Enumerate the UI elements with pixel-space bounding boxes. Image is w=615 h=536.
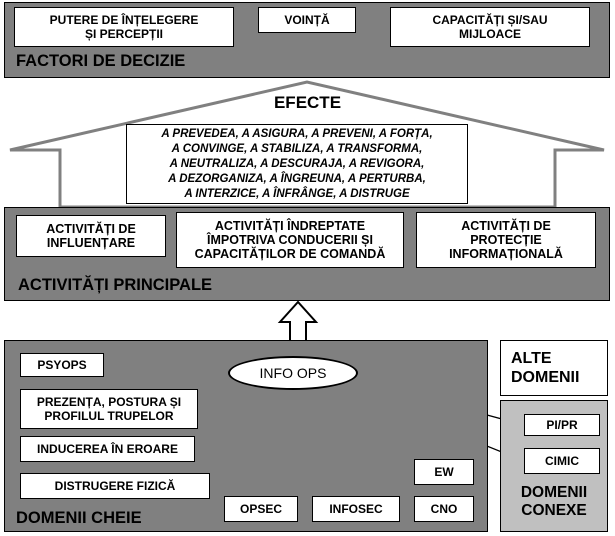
related-pipr: PI/PR [524, 414, 600, 436]
factor-will: VOINȚĂ [258, 7, 356, 33]
domain-deception: INDUCEREA ÎN EROARE [20, 436, 195, 462]
other-domains-box: ALTE DOMENII [500, 340, 608, 396]
activity-protection: ACTIVITĂȚI DE PROTECȚIE INFORMAȚIONALĂ [416, 212, 596, 268]
related-domains-title: DOMENII CONEXE [520, 484, 588, 519]
effects-box: A PREVEDEA, A ASIGURA, A PREVENI, A FORȚ… [126, 124, 468, 204]
key-domains-title: DOMENII CHEIE [16, 509, 142, 527]
info-ops-label: INFO OPS [259, 365, 327, 381]
domain-cno: CNO [414, 496, 474, 522]
domain-infosec: INFOSEC [312, 496, 400, 522]
activity-influence: ACTIVITĂȚI DE INFLUENȚARE [16, 215, 166, 257]
factor-understanding: PUTERE DE ÎNȚELEGERE ȘI PERCEPȚII [14, 7, 234, 47]
factor-capabilities: CAPACITĂȚI ȘI/SAU MIJLOACE [390, 7, 590, 47]
domain-opsec: OPSEC [224, 496, 298, 522]
activity-command: ACTIVITĂȚI ÎNDREPTATE ÎMPOTRIVA CONDUCER… [176, 212, 404, 268]
effects-title: EFECTE [273, 93, 342, 112]
domain-psyops: PSYOPS [20, 353, 104, 377]
info-ops-ellipse: INFO OPS [228, 356, 358, 390]
related-cimic: CIMIC [524, 448, 600, 474]
domain-presence: PREZENȚA, POSTURA ȘI PROFILUL TRUPELOR [20, 389, 198, 429]
domain-ew: EW [414, 459, 474, 485]
main-activities-title: ACTIVITĂȚI PRINCIPALE [18, 276, 213, 294]
decision-factors-title: FACTORI DE DECIZIE [16, 52, 186, 70]
effects-list: A PREVEDEA, A ASIGURA, A PREVENI, A FORȚ… [161, 127, 433, 200]
domain-physical-destruction: DISTRUGERE FIZICĂ [20, 473, 210, 499]
